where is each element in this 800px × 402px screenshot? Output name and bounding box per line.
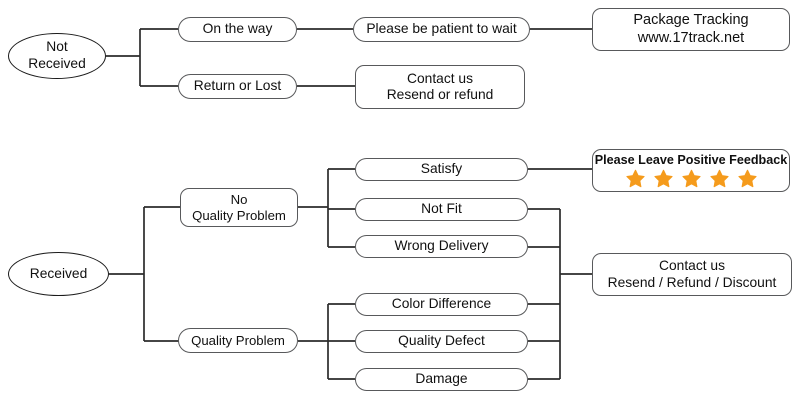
node-contact-resend-refund-line1: Contact us	[407, 70, 473, 86]
node-damage-label: Damage	[415, 371, 468, 387]
node-quality-defect-label: Quality Defect	[398, 333, 485, 349]
node-quality-problem[interactable]: Quality Problem	[178, 328, 298, 353]
node-not-fit[interactable]: Not Fit	[355, 198, 528, 221]
node-return-or-lost[interactable]: Return or Lost	[178, 74, 297, 99]
node-color-difference[interactable]: Color Difference	[355, 293, 528, 316]
node-return-or-lost-label: Return or Lost	[193, 78, 282, 94]
node-contact-resend-refund-discount[interactable]: Contact us Resend / Refund / Discount	[592, 253, 792, 296]
star-icon[interactable]	[681, 169, 701, 188]
node-package-tracking[interactable]: Package Tracking www.17track.net	[592, 8, 790, 51]
node-satisfy[interactable]: Satisfy	[355, 158, 528, 181]
node-not-fit-label: Not Fit	[421, 201, 462, 217]
node-no-quality-problem-line1: No	[230, 191, 248, 207]
node-wrong-delivery-label: Wrong Delivery	[394, 238, 489, 254]
node-package-tracking-line1: Package Tracking	[633, 12, 749, 29]
node-contact-resend-refund[interactable]: Contact us Resend or refund	[355, 65, 525, 109]
node-not-received-line1: Not	[46, 39, 68, 55]
node-contact-resend-refund-discount-line2: Resend / Refund / Discount	[607, 274, 777, 290]
node-color-difference-label: Color Difference	[391, 296, 492, 312]
node-received-label: Received	[29, 265, 88, 281]
node-not-received-line2: Received	[28, 56, 86, 71]
node-not-received[interactable]: Not Received	[8, 33, 106, 79]
node-please-be-patient[interactable]: Please be patient to wait	[353, 17, 530, 42]
node-contact-resend-refund-discount-line1: Contact us	[659, 258, 725, 274]
node-damage[interactable]: Damage	[355, 368, 528, 391]
node-quality-problem-label: Quality Problem	[191, 332, 285, 348]
star-icon[interactable]	[625, 169, 645, 188]
node-on-the-way[interactable]: On the way	[178, 17, 297, 42]
node-received[interactable]: Received	[8, 252, 109, 296]
star-icon[interactable]	[709, 169, 729, 188]
node-no-quality-problem[interactable]: No Quality Problem	[180, 188, 298, 227]
node-package-tracking-line2: www.17track.net	[637, 29, 745, 46]
node-satisfy-label: Satisfy	[420, 161, 463, 177]
node-no-quality-problem-line2: Quality Problem	[192, 207, 286, 223]
node-on-the-way-label: On the way	[202, 21, 273, 37]
node-contact-resend-refund-line2: Resend or refund	[386, 87, 494, 102]
node-wrong-delivery[interactable]: Wrong Delivery	[355, 235, 528, 258]
node-positive-feedback[interactable]: Please Leave Positive Feedback	[592, 149, 790, 192]
star-icon[interactable]	[653, 169, 673, 188]
star-icon[interactable]	[737, 169, 757, 188]
rating-stars[interactable]	[625, 169, 757, 188]
node-please-be-patient-label: Please be patient to wait	[366, 21, 517, 37]
node-quality-defect[interactable]: Quality Defect	[355, 330, 528, 353]
node-positive-feedback-label: Please Leave Positive Feedback	[594, 152, 788, 167]
